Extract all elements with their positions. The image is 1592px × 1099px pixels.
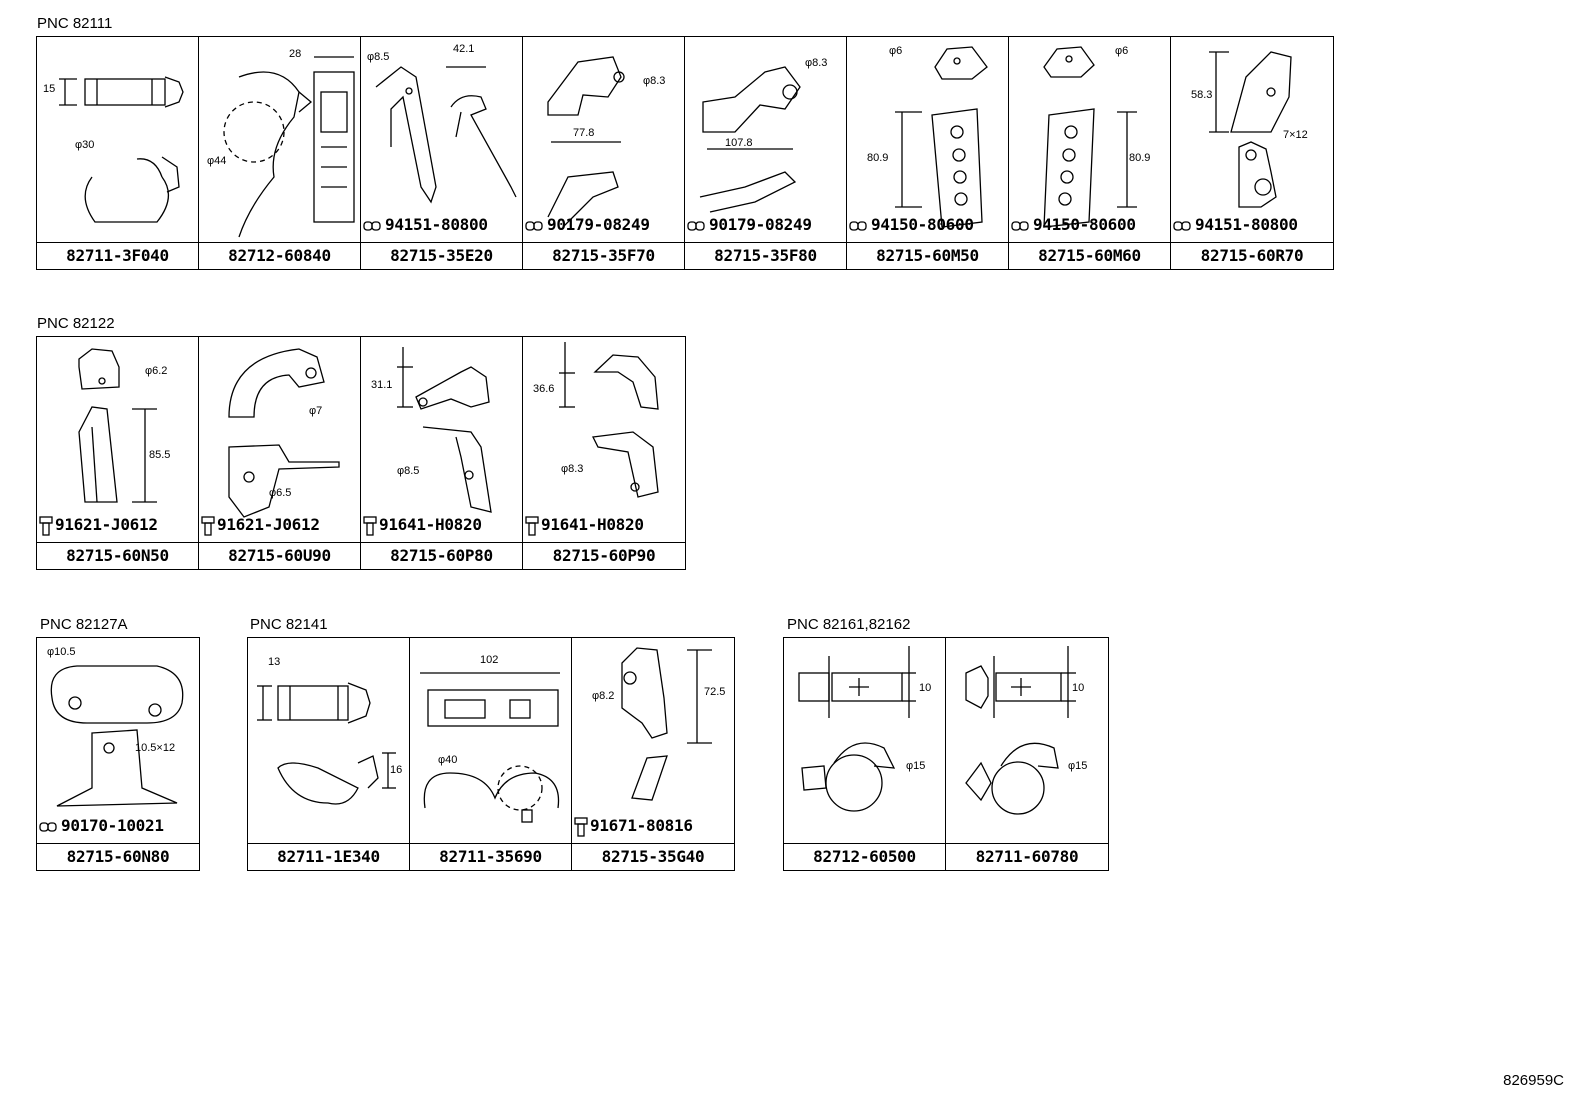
bracket-drawing xyxy=(1043,46,1137,228)
part-number[interactable]: 82711-60780 xyxy=(946,843,1108,870)
part-number[interactable]: 82711-1E340 xyxy=(248,843,409,870)
clip-drawing xyxy=(798,646,916,812)
part-cell[interactable]: 31.1 φ8.5 91641-H0820 82715-60P80 xyxy=(361,337,523,569)
sub-part-number[interactable]: 90179-08249 xyxy=(687,215,812,234)
part-cell[interactable]: φ6 80.9 94150-80600 82715-60M50 xyxy=(847,37,1009,269)
clip-drawing xyxy=(257,682,396,805)
sub-part-number[interactable]: 90170-10021 xyxy=(39,816,164,835)
part-number[interactable]: 82712-60500 xyxy=(784,843,945,870)
part-cell[interactable]: 58.3 7×12 94151-80800 82715-60R70 xyxy=(1171,37,1333,269)
part-number[interactable]: 82715-60M60 xyxy=(1009,242,1170,269)
sub-part-number[interactable]: 91621-J0612 xyxy=(39,515,158,536)
part-cell[interactable]: 15 φ30 82711-3F040 xyxy=(37,37,199,269)
sub-part-number[interactable]: 91641-H0820 xyxy=(363,515,482,536)
washer-icon xyxy=(1011,220,1029,231)
bracket-drawing xyxy=(228,348,340,518)
washer-icon xyxy=(1173,220,1191,231)
washer-icon xyxy=(525,220,543,231)
bolt-icon xyxy=(363,515,377,536)
clip-drawing xyxy=(59,76,184,223)
part-number[interactable]: 82715-60N50 xyxy=(37,542,198,569)
bracket-drawing xyxy=(699,66,801,213)
part-number[interactable]: 82715-35F80 xyxy=(685,242,846,269)
part-cell[interactable]: φ8.3 107.8 90179-08249 82715-35F80 xyxy=(685,37,847,269)
sub-part-number[interactable]: 94151-80800 xyxy=(363,215,488,234)
part-number[interactable]: 82715-60P90 xyxy=(523,542,685,569)
part-number[interactable]: 82711-3F040 xyxy=(37,242,198,269)
part-number[interactable]: 82715-35E20 xyxy=(361,242,522,269)
part-cell[interactable]: 28 φ44 82712-60840 xyxy=(199,37,361,269)
part-number[interactable]: 82715-60P80 xyxy=(361,542,522,569)
washer-icon xyxy=(363,220,381,231)
bolt-icon xyxy=(525,515,539,536)
bracket-drawing xyxy=(547,56,625,228)
part-number[interactable]: 82712-60840 xyxy=(199,242,360,269)
clip-drawing xyxy=(965,646,1076,815)
bolt-icon xyxy=(39,515,53,536)
part-cell[interactable]: 10 φ15 82711-60780 xyxy=(946,638,1108,870)
pnc-label-82122: PNC 82122 xyxy=(37,315,115,332)
part-cell[interactable]: φ8.2 72.5 91671-80816 82715-35G40 xyxy=(572,638,734,870)
part-cell[interactable]: φ6.2 85.5 91621-J0612 82715-60N50 xyxy=(37,337,199,569)
washer-icon xyxy=(39,821,57,832)
bracket-drawing xyxy=(621,647,712,801)
sub-part-number[interactable]: 94150-80600 xyxy=(849,215,974,234)
parts-group-82111: 15 φ30 82711-3F040 28 φ44 82712-60840 φ8… xyxy=(36,36,1334,270)
part-cell[interactable]: 36.6 φ8.3 91641-H0820 82715-60P90 xyxy=(523,337,685,569)
clip-drawing xyxy=(420,672,560,823)
parts-group-82127a: φ10.5 10.5×12 90170-10021 82715-60N80 xyxy=(36,637,200,871)
sub-part-number[interactable]: 91621-J0612 xyxy=(201,515,320,536)
part-cell[interactable]: φ7 φ6.5 91621-J0612 82715-60U90 xyxy=(199,337,361,569)
bracket-drawing xyxy=(375,66,517,204)
sub-part-number[interactable]: 94150-80600 xyxy=(1011,215,1136,234)
part-number[interactable]: 82715-60M50 xyxy=(847,242,1008,269)
pnc-label-82127a: PNC 82127A xyxy=(40,616,128,633)
part-number[interactable]: 82715-35G40 xyxy=(572,843,734,870)
part-cell[interactable]: φ8.3 77.8 90179-08249 82715-35F70 xyxy=(523,37,685,269)
part-cell[interactable]: φ8.5 42.1 94151-80800 82715-35E20 xyxy=(361,37,523,269)
parts-group-82141: 13 16 82711-1E340 102 φ40 82711-35690 φ8… xyxy=(247,637,735,871)
part-number[interactable]: 82715-60U90 xyxy=(199,542,360,569)
sub-part-number[interactable]: 91641-H0820 xyxy=(525,515,644,536)
bracket-drawing xyxy=(895,46,988,228)
bracket-drawing xyxy=(397,347,492,513)
bolt-icon xyxy=(201,515,215,536)
part-number[interactable]: 82715-60N80 xyxy=(37,843,199,870)
part-cell[interactable]: 13 16 82711-1E340 xyxy=(248,638,410,870)
bracket-drawing xyxy=(78,348,157,503)
part-cell[interactable]: φ6 80.9 94150-80600 82715-60M60 xyxy=(1009,37,1171,269)
part-number[interactable]: 82715-35F70 xyxy=(523,242,684,269)
bracket-drawing xyxy=(559,342,659,498)
bracket-drawing xyxy=(50,665,184,807)
sub-part-number[interactable]: 94151-80800 xyxy=(1173,215,1298,234)
washer-icon xyxy=(849,220,867,231)
parts-group-82161-82162: 10 φ15 82712-60500 10 φ15 82711-60780 xyxy=(783,637,1109,871)
part-cell[interactable]: 102 φ40 82711-35690 xyxy=(410,638,572,870)
pnc-label-82111: PNC 82111 xyxy=(37,15,113,32)
pnc-label-82141: PNC 82141 xyxy=(250,616,328,633)
parts-group-82122: φ6.2 85.5 91621-J0612 82715-60N50 φ7 φ6.… xyxy=(36,336,686,570)
part-cell[interactable]: φ10.5 10.5×12 90170-10021 82715-60N80 xyxy=(37,638,199,870)
part-cell[interactable]: 10 φ15 82712-60500 xyxy=(784,638,946,870)
part-number[interactable]: 82711-35690 xyxy=(410,843,571,870)
bolt-icon xyxy=(574,816,588,837)
bracket-drawing xyxy=(1209,51,1292,208)
washer-icon xyxy=(687,220,705,231)
clip-drawing xyxy=(223,56,355,238)
diagram-code: 826959C xyxy=(1503,1072,1564,1089)
pnc-label-82161-82162: PNC 82161,82162 xyxy=(787,616,911,633)
sub-part-number[interactable]: 90179-08249 xyxy=(525,215,650,234)
sub-part-number[interactable]: 91671-80816 xyxy=(574,816,693,837)
part-number[interactable]: 82715-60R70 xyxy=(1171,242,1333,269)
